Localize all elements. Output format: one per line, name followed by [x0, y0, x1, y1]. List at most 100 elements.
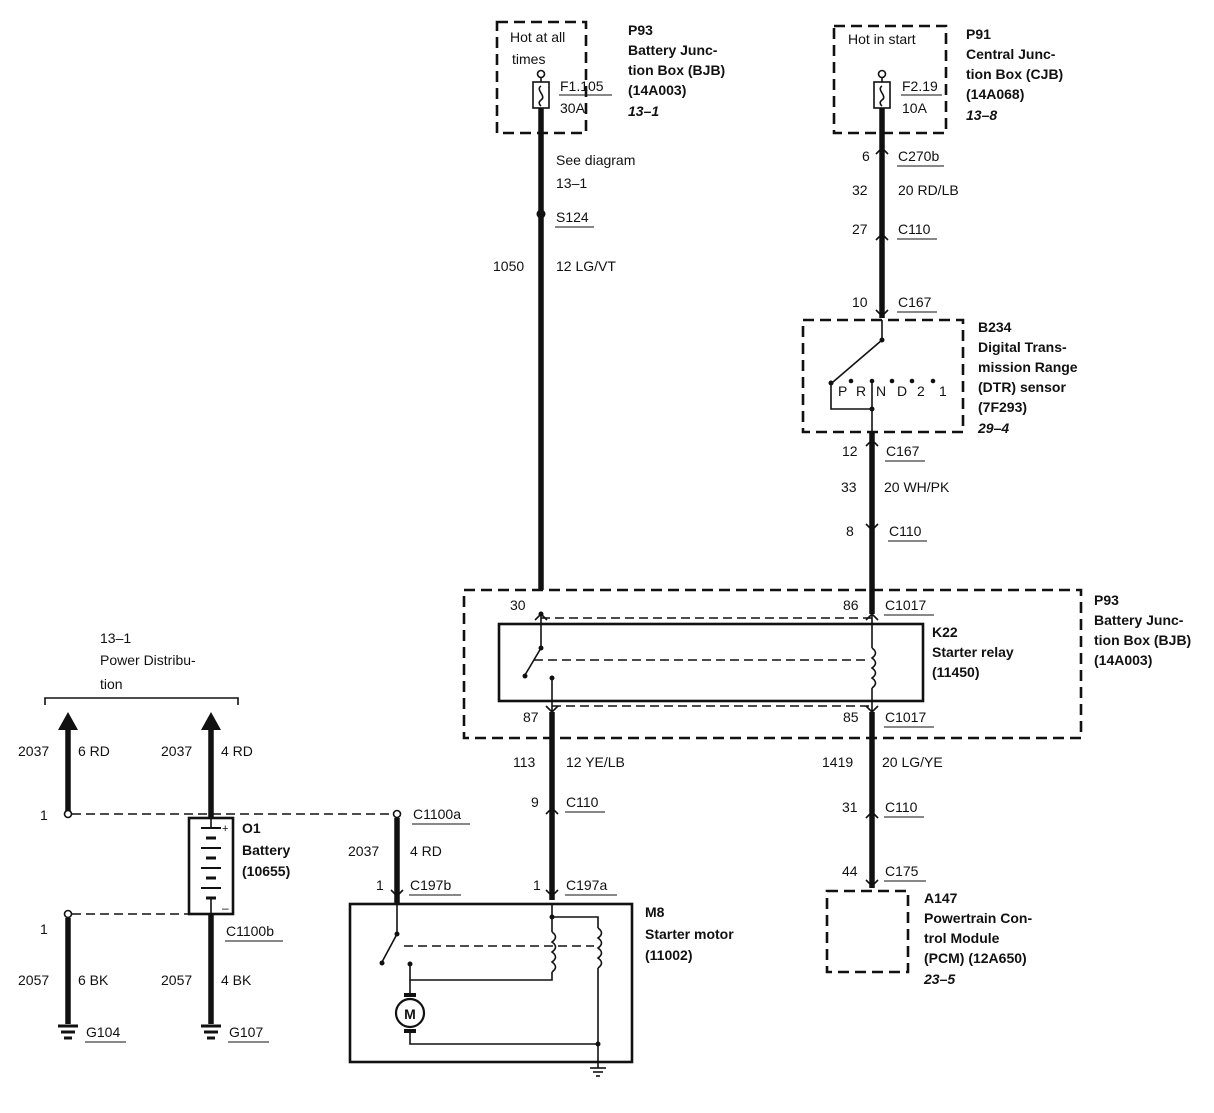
dtr-pos-2: 2 — [917, 383, 925, 399]
circuit-2057-b: 2057 — [161, 972, 192, 988]
conn-c1100b: C1100b — [226, 923, 274, 939]
m8-name: Starter motor — [645, 926, 734, 942]
p91-ref: P91 — [966, 26, 991, 42]
gauge-12-lgvt: 12 LG/VT — [556, 258, 616, 274]
p93-name-2: tion Box (BJB) — [628, 62, 725, 78]
pin-c110-31: 31 — [842, 799, 858, 815]
circuit-2057-a: 2057 — [18, 972, 49, 988]
p93-relay-name-1: Battery Junc- — [1094, 612, 1184, 628]
a147-name-1: Powertrain Con- — [924, 910, 1032, 926]
relay-pin-87: 87 — [523, 709, 539, 725]
pin-c110-8: 8 — [846, 523, 854, 539]
gauge-6rd: 6 RD — [78, 743, 110, 759]
hot-in-start-label: Hot in start — [848, 31, 916, 47]
k22-starter-relay-box — [497, 622, 925, 703]
conn-c197a: C197a — [566, 877, 607, 893]
circuit-1050: 1050 — [493, 258, 524, 274]
b234-name-2: mission Range — [978, 359, 1078, 375]
gauge-20-rdlb: 20 RD/LB — [898, 182, 959, 198]
p91-part: (14A068) — [966, 86, 1024, 102]
conn-c167-a: C167 — [898, 294, 932, 310]
gauge-4rd-b: 4 RD — [410, 843, 442, 859]
p93-relay-name-2: tion Box (BJB) — [1094, 632, 1191, 648]
conn-c110-d: C110 — [885, 799, 918, 815]
a147-name-2: trol Module — [924, 930, 1000, 946]
pin-c197b: 1 — [376, 877, 384, 893]
relay-pin-85: 85 — [843, 709, 859, 725]
circuit-32: 32 — [852, 182, 868, 198]
b234-name-1: Digital Trans- — [978, 339, 1067, 355]
gauge-6bk: 6 BK — [78, 972, 109, 988]
see-diagram-label: See diagram — [556, 152, 635, 168]
circuit-2037-b: 2037 — [161, 743, 192, 759]
splice-s124: S124 — [556, 209, 589, 225]
circuit-113: 113 — [513, 754, 536, 770]
p93-relay-ref: P93 — [1094, 592, 1119, 608]
conn-c270b: C270b — [898, 148, 939, 164]
starter-coil-1-icon — [550, 931, 557, 973]
starter-coil-2-icon — [596, 927, 603, 969]
pin-left-top: 1 — [40, 807, 48, 823]
battery-cells-icon: + – — [201, 818, 229, 915]
gauge-20-whpk: 20 WH/PK — [884, 479, 950, 495]
conn-c110-a: C110 — [898, 221, 931, 237]
pin-c197a: 1 — [533, 877, 541, 893]
pin-c110-9: 9 — [531, 794, 539, 810]
p91-fuse-box — [832, 24, 948, 135]
svg-text:+: + — [222, 823, 228, 835]
starter-motor-box — [348, 902, 634, 1064]
k22-name: Starter relay — [932, 644, 1014, 660]
k22-ref: K22 — [932, 624, 958, 640]
conn-c110-b: C110 — [889, 523, 922, 539]
p93-part: (14A003) — [628, 82, 686, 98]
b234-name-3: (DTR) sensor — [978, 379, 1066, 395]
conn-c167-b: C167 — [886, 443, 920, 459]
p93-ref: P93 — [628, 22, 653, 38]
conn-c175: C175 — [885, 863, 919, 879]
starter-solenoid-contact — [381, 933, 398, 963]
fuse-f219-rating: 10A — [902, 100, 928, 116]
power-dist-label-1: Power Distribu- — [100, 652, 196, 668]
o1-ref: O1 — [242, 820, 261, 836]
a147-page-ref: 23–5 — [923, 971, 955, 987]
pin-c167-10: 10 — [852, 294, 868, 310]
power-dist-label-2: tion — [100, 676, 123, 692]
pin-c270b: 6 — [862, 148, 870, 164]
gauge-20-lgye: 20 LG/YE — [882, 754, 943, 770]
pcm-module-box — [825, 889, 910, 974]
relay-pin-86: 86 — [843, 597, 859, 613]
b234-part: (7F293) — [978, 399, 1027, 415]
ground-g104: G104 — [86, 1024, 120, 1040]
p91-page-ref: 13–8 — [966, 107, 997, 123]
relay-coil-icon — [870, 647, 877, 689]
b234-page-ref: 29–4 — [977, 420, 1009, 436]
p93-relay-junction-box — [462, 588, 1083, 740]
hot-at-all-times-label-2: times — [512, 51, 545, 67]
fuse-f1105-rating: 30A — [560, 100, 586, 116]
p91-name-2: tion Box (CJB) — [966, 66, 1063, 82]
pin-c167-12: 12 — [842, 443, 858, 459]
svg-text:–: – — [222, 901, 229, 915]
arrow-up-icon — [201, 712, 221, 730]
fuse-f1105-id: F1.105 — [560, 78, 604, 94]
dtr-pos-p: P — [838, 383, 847, 399]
circuit-2037-a: 2037 — [18, 743, 49, 759]
splice-s124-dot — [536, 209, 546, 219]
p93-page-ref: 13–1 — [628, 103, 659, 119]
fuse-f1105-icon — [532, 81, 550, 109]
pin-c110-27: 27 — [852, 221, 868, 237]
p91-name-1: Central Junc- — [966, 46, 1056, 62]
see-diagram-page: 13–1 — [556, 175, 587, 191]
relay-conn-c1017-bot: C1017 — [885, 709, 926, 725]
fuse-f219-icon — [873, 81, 891, 109]
circuit-1419: 1419 — [822, 754, 853, 770]
pin-left-bot: 1 — [40, 921, 48, 937]
power-dist-bracket — [44, 697, 239, 705]
p93-relay-part: (14A003) — [1094, 652, 1152, 668]
ground-g107-icon — [201, 1024, 221, 1040]
dtr-pos-r: R — [856, 383, 866, 399]
relay-pin-30: 30 — [510, 597, 526, 613]
conn-c110-c: C110 — [566, 794, 599, 810]
gauge-12-yelb: 12 YE/LB — [566, 754, 625, 770]
